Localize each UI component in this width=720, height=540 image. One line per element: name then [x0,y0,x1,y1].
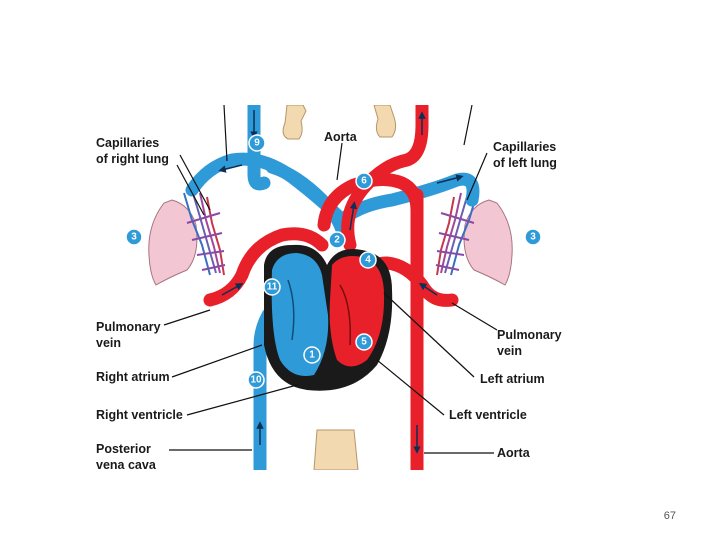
marker-11: 11 [263,278,281,296]
leader-lines [163,105,498,454]
marker-1: 1 [303,346,321,364]
svg-text:11: 11 [267,282,278,293]
label-capillaries-right-1: Capillaries [96,136,159,150]
label-pulmonary-vein-left-2: vein [96,336,121,350]
label-capillaries-right-2: of right lung [96,152,169,166]
hand-sketch-right [373,105,397,138]
label-capillaries-left-1: Capillaries [493,140,556,154]
svg-text:1: 1 [309,350,315,361]
marker-2: 2 [328,231,346,249]
left-lung-capillaries [435,189,478,276]
svg-text:3: 3 [131,232,137,243]
label-right-atrium: Right atrium [96,370,170,384]
lower-body-sketch [313,429,359,470]
left-lung [463,199,513,286]
marker-6: 6 [355,172,373,190]
svg-text:6: 6 [361,176,367,187]
svg-text:3: 3 [530,232,536,243]
label-left-ventricle: Left ventricle [449,408,527,422]
heart [264,244,393,391]
page-number: 67 [663,510,676,522]
label-aorta-bottom: Aorta [497,446,531,460]
label-pulmonary-vein-right-2: vein [497,344,522,358]
label-right-ventricle: Right ventricle [96,408,183,422]
marker-5: 5 [355,333,373,351]
svg-text:10: 10 [250,375,262,386]
right-heart-chambers [271,253,329,376]
circulatory-system-diagram: 9 6 2 3 3 4 11 5 1 10 Capillaries of rig… [96,105,562,470]
label-capillaries-left-2: of left lung [493,156,557,170]
label-pulmonary-vein-right-1: Pulmonary [497,328,562,342]
label-vena-cava: vena cava [96,458,157,470]
svg-text:2: 2 [334,235,340,246]
marker-4: 4 [359,251,377,269]
number-markers: 9 6 2 3 3 4 11 5 1 10 [125,134,542,389]
hand-sketch-left [282,105,307,140]
marker-3-left: 3 [125,228,143,246]
svg-text:5: 5 [361,337,367,348]
svg-text:9: 9 [254,138,260,149]
marker-3-right: 3 [524,228,542,246]
flow-arrows [218,110,464,454]
label-posterior: Posterior [96,442,151,456]
label-pulmonary-vein-left-1: Pulmonary [96,320,161,334]
marker-10: 10 [247,371,265,389]
right-lung [148,199,198,286]
label-left-atrium: Left atrium [480,372,545,386]
svg-text:4: 4 [365,255,371,266]
label-aorta-top: Aorta [324,130,358,144]
diagram-labels: Capillaries of right lung Aorta Capillar… [96,130,562,470]
marker-9: 9 [248,134,266,152]
